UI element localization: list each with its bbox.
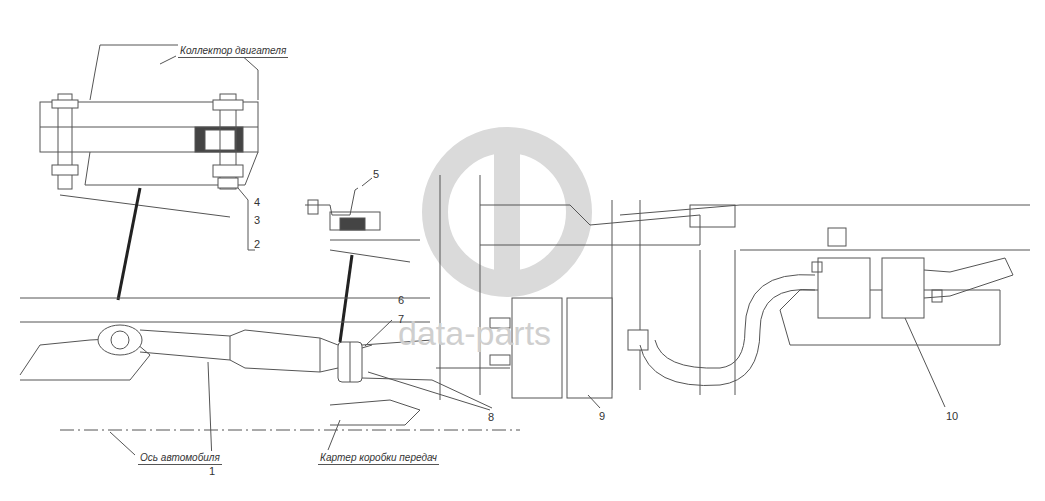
- watermark-logo: [435, 135, 579, 290]
- part-label: Ось автомобиля: [138, 451, 222, 465]
- callout-number: 3: [254, 214, 260, 227]
- callout-number: 5: [373, 168, 379, 181]
- callout-number: 2: [254, 238, 260, 251]
- callout-number: 9: [599, 410, 605, 423]
- part-label: Коллектор двигателя: [178, 44, 288, 58]
- callout-number: 1: [209, 465, 215, 478]
- callout-number: 10: [946, 410, 958, 423]
- watermark: data-parts: [398, 314, 551, 352]
- part-label: Картер коробки передач: [318, 451, 439, 465]
- callout-number: 4: [254, 196, 260, 209]
- callout-number: 6: [398, 294, 404, 307]
- callout-number: 8: [488, 411, 494, 424]
